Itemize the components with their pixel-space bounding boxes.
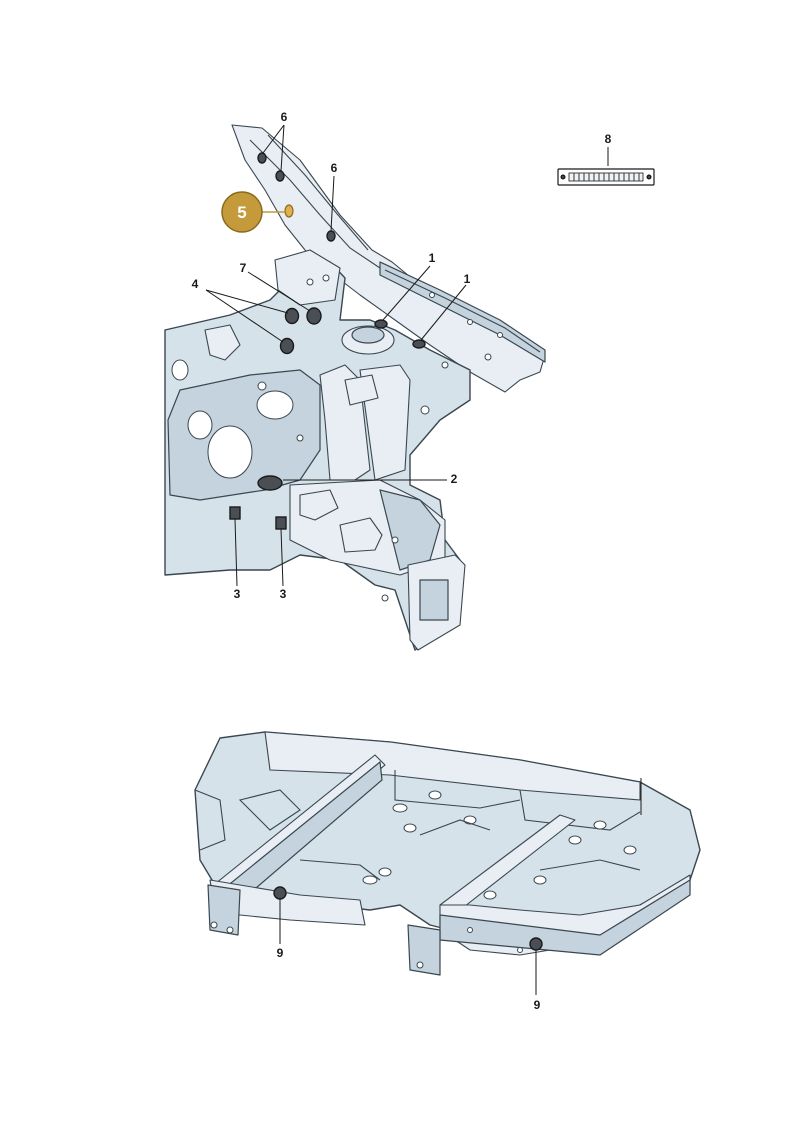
- callout-9b: 9: [534, 998, 541, 1012]
- plug-7: [306, 307, 322, 325]
- upper-callout-numbers: 6 6 8 1 1 7 4 2 3 3: [192, 110, 612, 601]
- lower-leader-lines: [279, 778, 642, 995]
- callout-3a: 3: [234, 587, 241, 601]
- plug-4a: [284, 307, 300, 325]
- callout-6a: 6: [281, 110, 288, 124]
- plug-4b: [279, 337, 295, 355]
- part-8-sealing-strip: [557, 168, 655, 186]
- callout-9a: 9: [277, 946, 284, 960]
- plug-6b: [326, 230, 336, 242]
- plug-2: [257, 475, 283, 491]
- plug-9a: [273, 886, 287, 900]
- floor-pan-illustration: [194, 731, 701, 976]
- front-body-illustration: [164, 124, 546, 651]
- highlighted-callout-5: 5: [221, 191, 285, 233]
- plug-9b: [529, 937, 543, 951]
- upper-leader-lines: [205, 124, 609, 587]
- callout-1a: 1: [429, 251, 436, 265]
- callout-7: 7: [240, 261, 247, 275]
- callout-2: 2: [451, 472, 458, 486]
- plug-3a: [229, 506, 241, 520]
- plug-5-highlighted: [284, 204, 294, 218]
- plug-6a-upper: [257, 152, 267, 164]
- callout-6b: 6: [331, 161, 338, 175]
- callout-8: 8: [605, 132, 612, 146]
- callout-5-label: 5: [237, 203, 246, 222]
- strip-ribs: [573, 173, 640, 181]
- lower-callout-numbers: 9 9: [277, 946, 541, 1012]
- callout-5-badge: [221, 191, 263, 233]
- plug-1a: [374, 319, 388, 329]
- callout-3b: 3: [280, 587, 287, 601]
- callout-4: 4: [192, 277, 199, 291]
- callout-1b: 1: [464, 272, 471, 286]
- plug-3b: [275, 516, 287, 530]
- plug-1b: [412, 339, 426, 349]
- plug-6a-lower: [275, 170, 285, 182]
